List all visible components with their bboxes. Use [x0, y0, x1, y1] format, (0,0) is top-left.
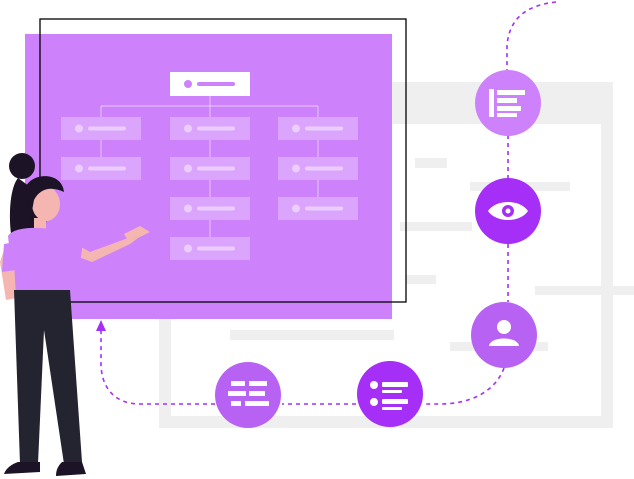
org-node [278, 197, 358, 220]
path-segment-left [100, 330, 215, 405]
org-chart-board [25, 18, 407, 319]
background-line [400, 222, 472, 231]
org-node-group [61, 117, 358, 260]
org-node-root [170, 72, 250, 96]
background-line [415, 158, 447, 168]
workflow-path [100, 1, 557, 405]
org-node [61, 157, 141, 180]
board-outline [39, 18, 407, 303]
org-node [278, 157, 358, 180]
step-circle [215, 362, 281, 428]
background-line [406, 275, 436, 284]
step-eye[interactable] [475, 178, 541, 244]
org-node [170, 197, 250, 220]
pants [14, 290, 82, 464]
step-bars[interactable] [215, 362, 281, 428]
step-circle [471, 302, 537, 368]
org-node [278, 117, 358, 140]
org-chart-connectors [100, 96, 319, 237]
face [32, 187, 60, 221]
hair-front [26, 176, 64, 222]
list-icon [370, 381, 408, 410]
org-node-dot [184, 80, 192, 88]
step-user[interactable] [471, 302, 537, 368]
bars-icon [228, 381, 269, 406]
org-node-line [197, 82, 235, 86]
org-node [170, 237, 250, 260]
user-icon [489, 320, 519, 346]
step-list[interactable] [357, 361, 423, 427]
eye-icon [488, 202, 528, 220]
background-line [535, 286, 634, 295]
org-node [170, 157, 250, 180]
step-align-left[interactable] [475, 70, 541, 136]
hair-bun [9, 153, 35, 179]
shoe-left [4, 462, 40, 474]
path-segment-top [506, 1, 557, 70]
org-node [170, 117, 250, 140]
shirt [8, 227, 70, 292]
step-circle [357, 361, 423, 427]
path-arrow-head [96, 320, 106, 331]
org-node [61, 117, 141, 140]
align-left-icon [489, 89, 525, 117]
hand-pointing [124, 226, 150, 244]
path-segment [424, 367, 505, 405]
shirt-left-sleeve [2, 242, 16, 272]
background-line [230, 330, 394, 340]
presenter-figure [0, 153, 150, 476]
shoe-right [56, 462, 86, 476]
